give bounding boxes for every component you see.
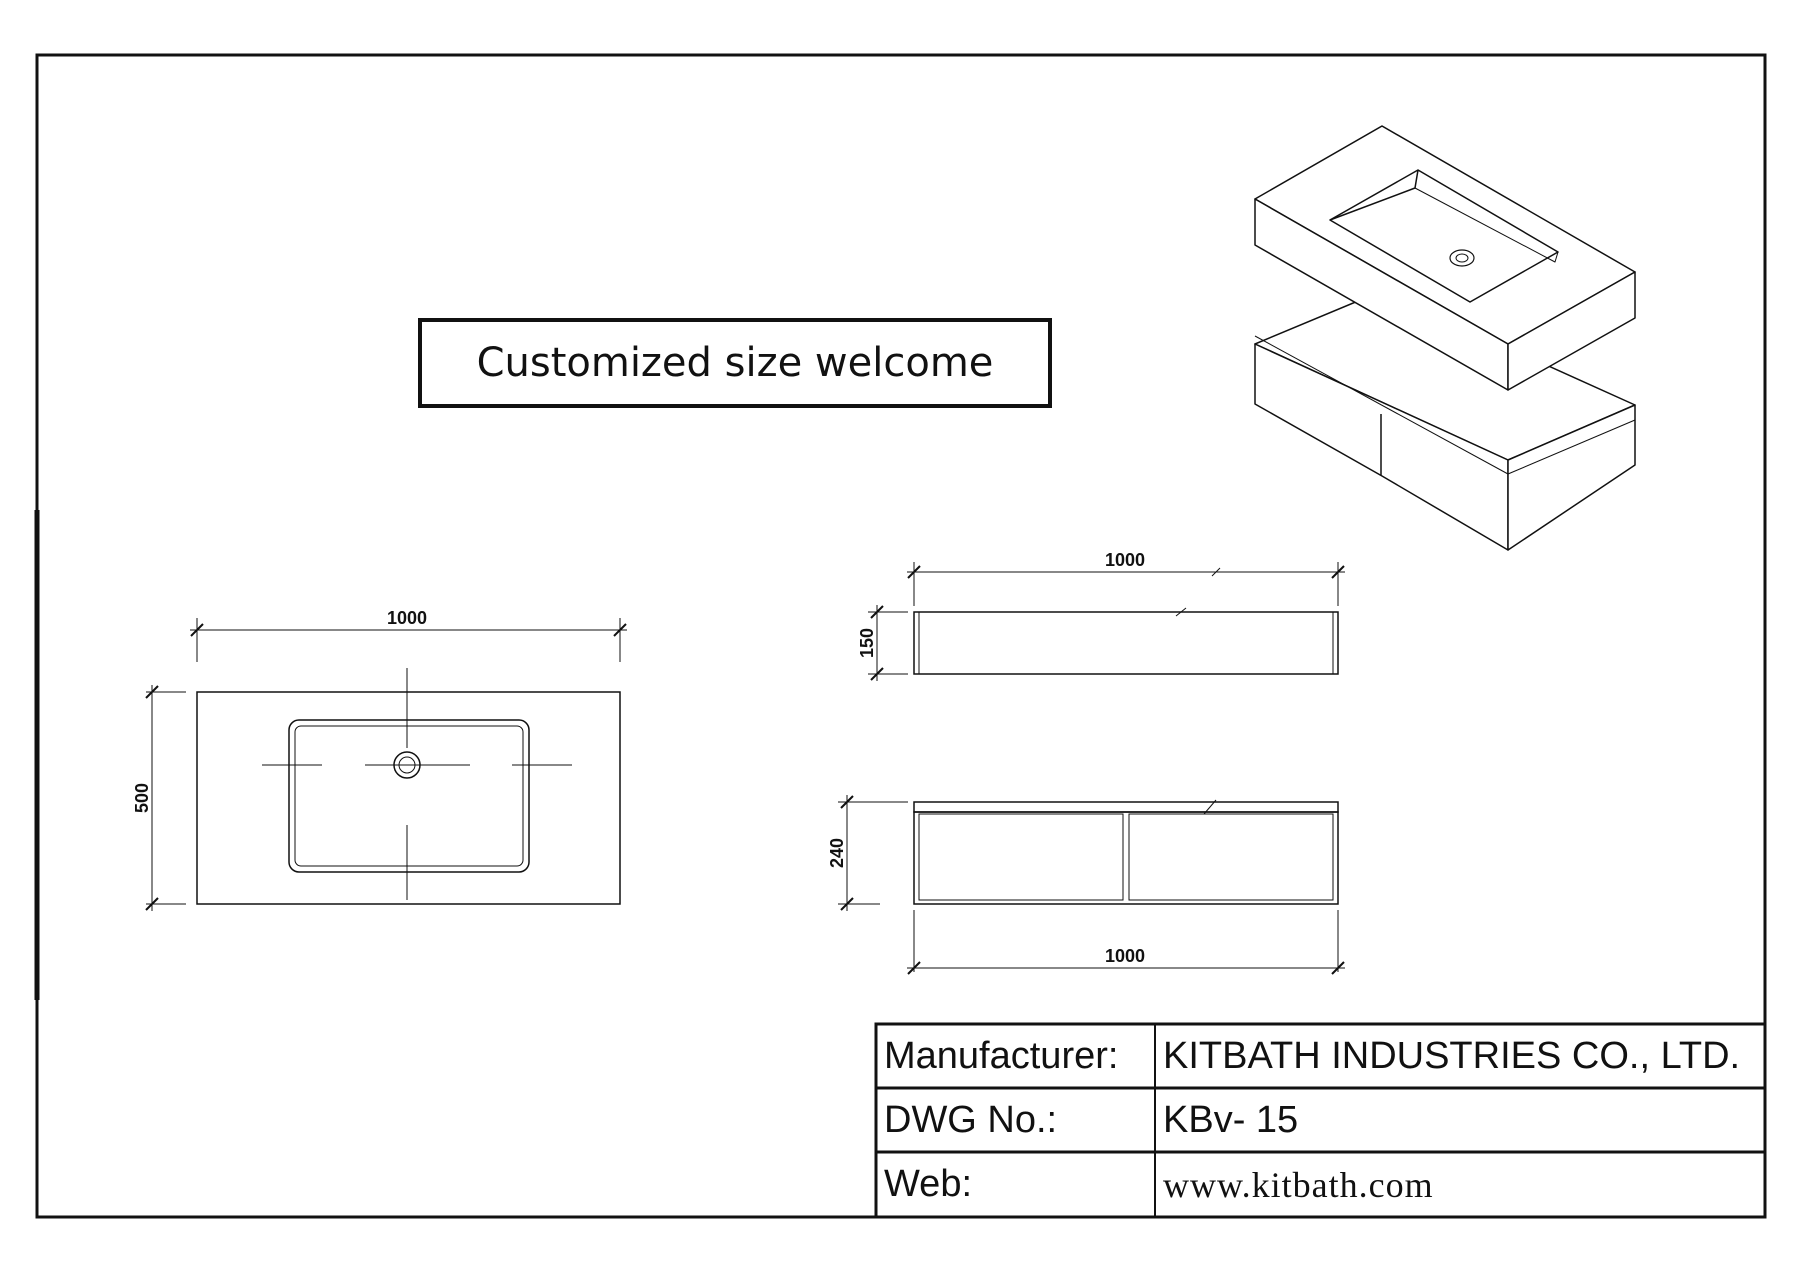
- web-label: Web:: [884, 1163, 973, 1205]
- basin-front-view: [868, 562, 1345, 681]
- cabinet-height-tick-top: [840, 795, 854, 809]
- cabinet-width-tick-right: [1331, 961, 1345, 975]
- cabinet-height-label: 240: [827, 838, 847, 868]
- manufacturer-value: KITBATH INDUSTRIES CO., LTD.: [1163, 1034, 1741, 1077]
- dwg-no-value: KBv- 15: [1163, 1098, 1299, 1141]
- basin-front-outline: [913, 611, 1339, 675]
- title-block-grid: [874, 1022, 1767, 1219]
- top-view: [145, 618, 627, 911]
- cabinet-front-view: [838, 795, 1345, 975]
- cabinet-height-tick-bottom: [840, 897, 854, 911]
- iso-cabinet-top-lip-side: [1254, 335, 1509, 475]
- iso-cabinet-front: [1507, 404, 1636, 551]
- cabinet-top-strip: [913, 801, 1339, 813]
- cabinet-width-label: 1000: [1105, 946, 1145, 966]
- isometric-view: [1254, 125, 1636, 551]
- top-view-width-label: 1000: [387, 608, 427, 628]
- top-view-width-tick-right: [613, 623, 627, 637]
- cabinet-drawer-left: [918, 813, 1124, 901]
- manufacturer-label: Manufacturer:: [884, 1034, 1119, 1077]
- cabinet-break-mark: [1203, 799, 1217, 815]
- basin-front-height-tick-top: [870, 605, 884, 619]
- top-view-depth-label: 500: [132, 783, 152, 813]
- dwg-no-label: DWG No.:: [884, 1098, 1058, 1141]
- basin-front-height-tick-bottom: [870, 667, 884, 681]
- basin-front-width-break-mark: [1211, 567, 1221, 577]
- iso-drain-inner: [1455, 253, 1469, 263]
- customized-size-banner: Customized size welcome: [418, 318, 1052, 408]
- basin-front-width-tick-right: [1331, 565, 1345, 579]
- top-view-outline: [196, 691, 621, 905]
- iso-cabinet-top-lip-front: [1507, 419, 1636, 475]
- basin-front-width-tick-left: [907, 565, 921, 579]
- basin-front-break-mark: [1175, 607, 1187, 617]
- web-value[interactable]: www.kitbath.com: [1163, 1164, 1434, 1205]
- top-view-depth-tick-bottom: [145, 897, 159, 911]
- basin-front-height-label: 150: [857, 628, 877, 658]
- top-view-depth-tick-top: [145, 685, 159, 699]
- top-view-basin-inner: [294, 725, 524, 867]
- cabinet-body-outline: [913, 811, 1339, 905]
- basin-front-width-label: 1000: [1105, 550, 1145, 570]
- iso-bowl-inner-floor: [1414, 187, 1559, 263]
- cabinet-drawer-right: [1128, 813, 1334, 901]
- title-block-outline: [874, 1022, 1767, 1219]
- iso-basin-front: [1507, 271, 1636, 391]
- cabinet-width-tick-left: [907, 961, 921, 975]
- top-view-basin-outer: [288, 719, 530, 873]
- banner-text: Customized size welcome: [476, 340, 994, 386]
- top-view-width-tick-left: [190, 623, 204, 637]
